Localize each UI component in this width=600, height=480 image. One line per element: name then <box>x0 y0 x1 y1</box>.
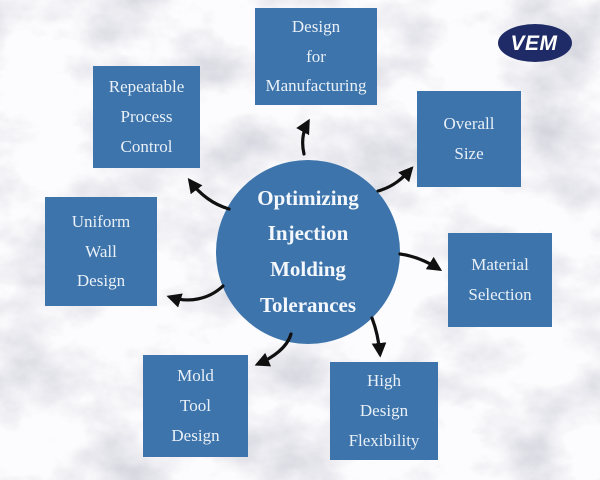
node-label-line: Selection <box>468 285 532 304</box>
node-label-line: High <box>367 371 401 391</box>
node-label-line: Material <box>471 255 529 275</box>
node-repeatable-process-control: Repeatable Process Control <box>93 66 200 168</box>
node-label-line: Design <box>359 401 409 421</box>
vem-logo: VEM <box>498 24 572 62</box>
node-overall-size: Overall Size <box>417 91 521 187</box>
node-label-line: Size <box>454 144 484 163</box>
node-label-line: Uniform <box>71 211 131 231</box>
node-label-line: Design <box>76 271 126 291</box>
node-label-line: Control <box>120 136 173 156</box>
node-label-line: Flexibility <box>348 430 420 450</box>
node-label-line: Tool <box>180 396 211 416</box>
node-label-line: Process <box>120 107 173 127</box>
center-topic-line: Optimizing <box>257 185 359 210</box>
node-label-line: Wall <box>85 241 117 261</box>
node-mold-tool-design: Mold Tool Design <box>143 355 248 457</box>
vem-logo-ellipse <box>498 24 572 62</box>
center-topic-circle: Optimizing Injection Molding Tolerances <box>216 160 400 344</box>
node-label-line: for <box>306 46 326 66</box>
center-topic-line: Molding <box>270 257 346 281</box>
node-label-line: Design <box>171 425 220 445</box>
node-label-line: Manufacturing <box>265 76 367 96</box>
node-label-line: Mold <box>177 366 214 386</box>
node-material-selection: Material Selection <box>448 233 552 327</box>
node-uniform-wall-design: Uniform Wall Design <box>45 197 157 306</box>
vem-logo-text: VEM <box>510 32 557 55</box>
node-design-for-manufacturing: Design for Manufacturing <box>255 8 377 105</box>
center-topic-line: Tolerances <box>259 292 357 317</box>
node-label-line: Repeatable <box>108 77 185 97</box>
node-high-design-flexibility: High Design Flexibility <box>330 362 438 460</box>
node-label-line: Design <box>291 16 341 36</box>
node-label-line: Overall <box>443 114 495 134</box>
center-topic-line: Injection <box>267 221 349 246</box>
